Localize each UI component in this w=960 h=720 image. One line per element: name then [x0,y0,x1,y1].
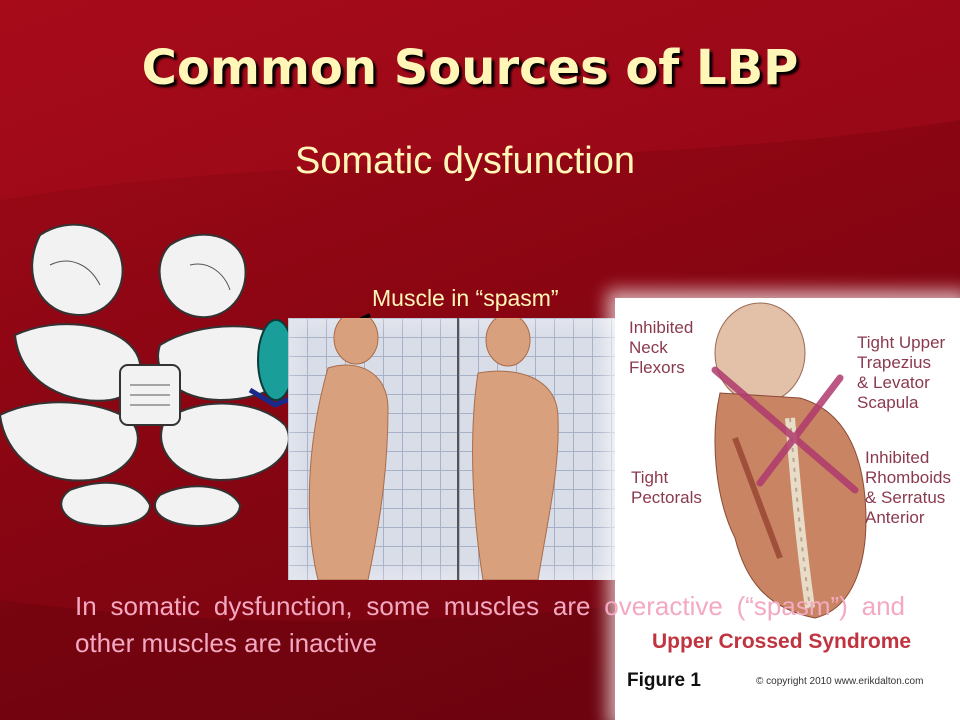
label-inhibited-neck-flexors: Inhibited Neck Flexors [629,318,694,377]
label-tight-pectorals: Tight Pectorals [631,468,702,507]
slide-subtitle: Somatic dysfunction [294,140,636,182]
slide-title: Common Sources of LBP [141,40,799,96]
posture-comparison-photo [288,318,628,580]
figure-label: Figure 1 [627,670,701,691]
anatomy-figure [714,302,867,619]
upper-crossed-syndrome-title: Upper Crossed Syndrome [652,630,912,653]
copyright-text: © copyright 2010 www.erikdalton.com [756,676,924,687]
vertebra-illustration [0,223,301,527]
label-tight-upper-trapezius: Tight Upper Trapezius & Levator Scapula [857,333,946,412]
body-text: In somatic dysfunction, some muscles are… [75,591,905,658]
label-inhibited-rhomboids: Inhibited Rhomboids & Serratus Anterior [865,448,951,527]
crossed-lines [711,366,859,494]
spasm-label: Muscle in “spasm” [372,285,559,311]
upper-crossed-syndrome-panel: Inhibited Neck Flexors Tight Upper Trape… [615,298,960,720]
